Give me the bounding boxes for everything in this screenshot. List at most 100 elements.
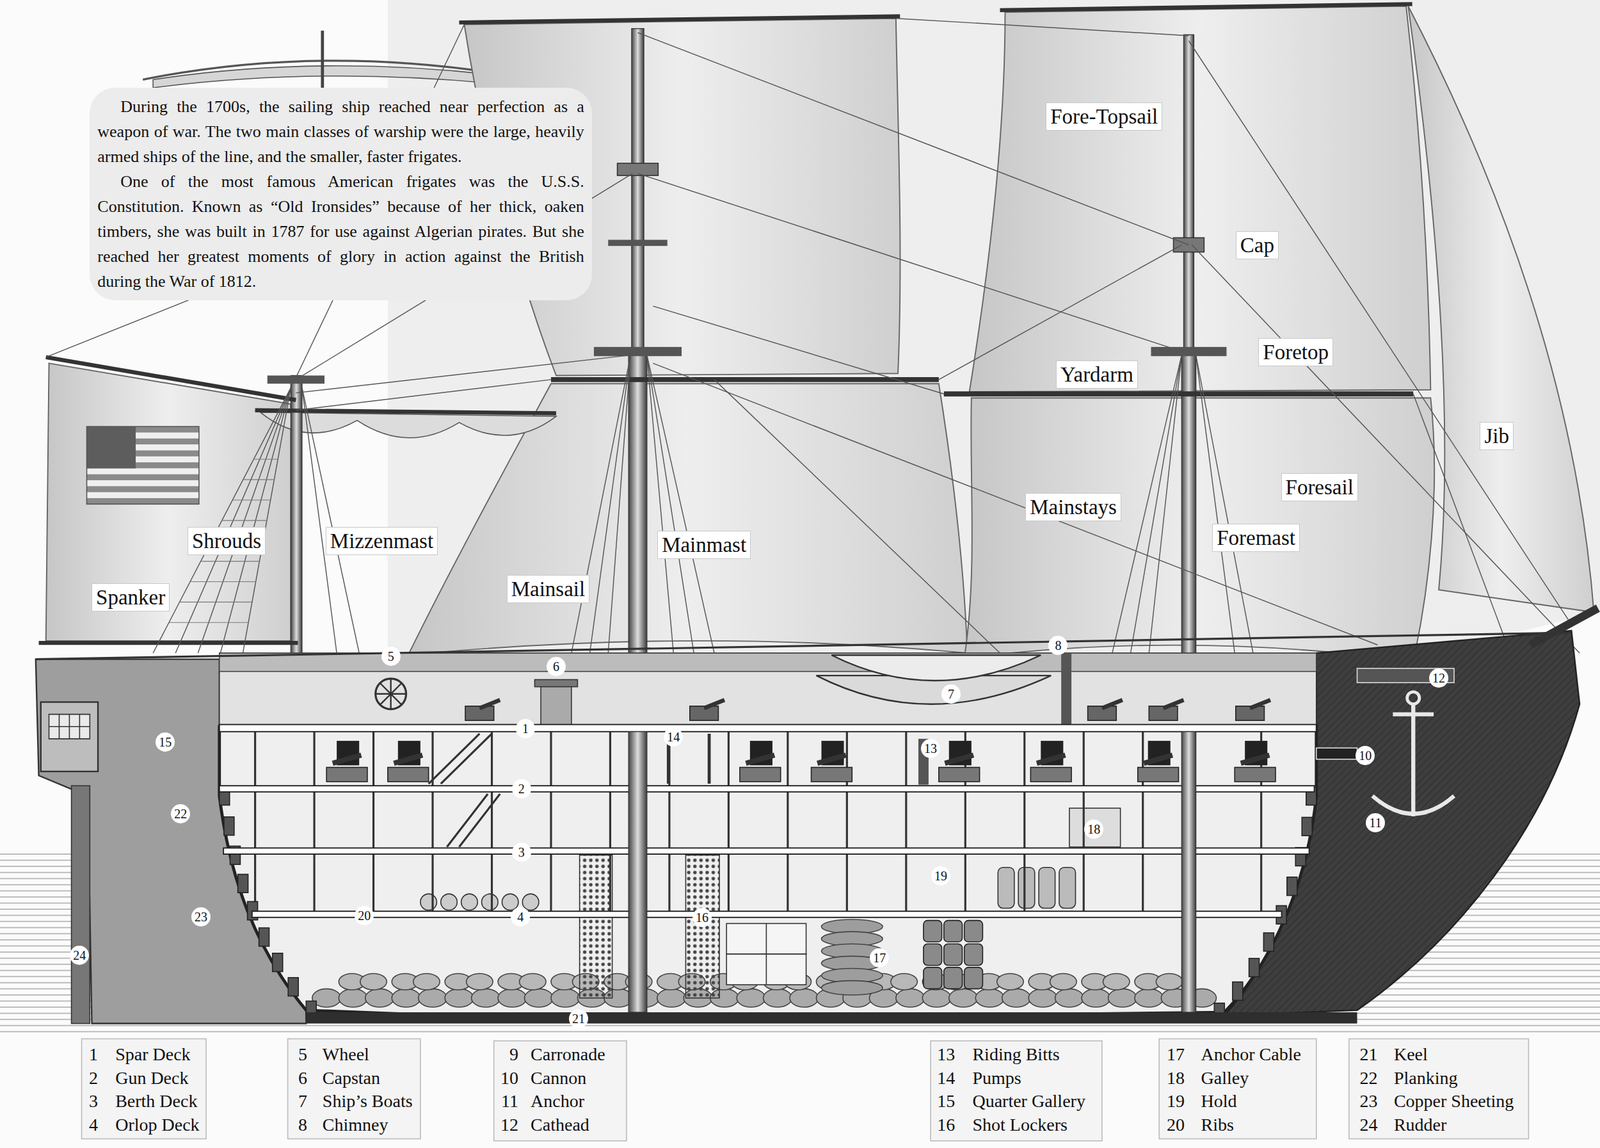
- galley-stove: [1069, 807, 1121, 847]
- rib: [1301, 817, 1312, 836]
- stanchion: [668, 791, 671, 848]
- gun-barrel: [1036, 754, 1066, 763]
- stanchion: [1082, 791, 1085, 848]
- foremast-lower: [1181, 731, 1196, 1012]
- berth-deck: [223, 847, 1309, 854]
- ballast-stone: [338, 988, 368, 1007]
- ratline: [190, 581, 256, 582]
- part-label: Mainmast: [657, 531, 751, 559]
- callout-number: 8: [1048, 635, 1068, 655]
- callout-number: 17: [869, 947, 889, 968]
- legend-text: Quarter Gallery: [972, 1089, 1085, 1112]
- stanchion: [609, 853, 612, 911]
- stanchion: [609, 791, 612, 848]
- callout-number: 19: [931, 865, 951, 886]
- legend-number: 4: [88, 1113, 98, 1136]
- stanchion: [1023, 731, 1026, 786]
- legend-number: 21: [1359, 1043, 1378, 1065]
- rib: [288, 977, 299, 996]
- rudder: [71, 785, 91, 1023]
- barrel: [944, 943, 963, 965]
- ratline: [179, 601, 253, 603]
- legend-patch: [1349, 1038, 1529, 1138]
- stanchion: [312, 853, 315, 911]
- barrel: [964, 920, 984, 942]
- wheel-spokes: [375, 678, 407, 710]
- stanchion: [668, 853, 671, 911]
- chimney: [1061, 652, 1072, 725]
- stanchion: [727, 731, 730, 786]
- spar-deck-view: [219, 652, 1317, 727]
- legend-number: 3: [88, 1089, 98, 1112]
- rigging-line: [1196, 355, 1236, 653]
- stanchion: [549, 791, 552, 848]
- rigging-line: [938, 245, 1182, 380]
- rigging-line: [647, 355, 674, 653]
- legend-text: Planking: [1393, 1066, 1458, 1089]
- rigging-line: [647, 355, 715, 653]
- wheel: [375, 678, 407, 710]
- mainmast-lower: [628, 731, 648, 1012]
- stanchion: [609, 731, 612, 786]
- rigging-line: [652, 305, 944, 394]
- rigging-line: [295, 379, 552, 411]
- body-text: During the 1700s, the sailing ship reach…: [97, 94, 584, 169]
- part-label: Yardarm: [1056, 360, 1138, 388]
- stanchion: [846, 791, 848, 848]
- rigging-line: [302, 387, 360, 653]
- callout-number: 23: [191, 906, 211, 927]
- legend-text: Capstan: [322, 1066, 381, 1089]
- gun-barrel: [817, 754, 847, 763]
- stanchion: [490, 791, 493, 848]
- carronade: [465, 705, 495, 720]
- keel: [305, 1011, 1357, 1024]
- carronade-barrel: [479, 699, 500, 708]
- jib-sail: [1408, 6, 1594, 613]
- carronade-barrel: [704, 699, 725, 708]
- gun-barrel: [393, 754, 423, 763]
- ballast-stone: [391, 988, 421, 1007]
- stanchion: [786, 853, 789, 911]
- stanchion: [786, 791, 789, 848]
- ballast-stone: [922, 988, 952, 1007]
- furled-sail: [260, 412, 557, 438]
- flag-stripe: [87, 480, 200, 487]
- rigging-line: [152, 387, 291, 653]
- legend-patch: [1159, 1038, 1317, 1138]
- callout-number: 4: [510, 906, 530, 927]
- ballast-stone: [789, 988, 819, 1007]
- carronade: [1148, 705, 1178, 720]
- callout-number: 7: [941, 684, 961, 704]
- ballast-stone: [418, 988, 448, 1007]
- fore-topsail: [969, 6, 1432, 392]
- main-top: [593, 346, 682, 356]
- legend-text: Carronade: [530, 1043, 606, 1065]
- main-yard: [551, 376, 939, 383]
- callout-number: 10: [1355, 745, 1375, 765]
- gun-carriage: [811, 767, 853, 782]
- stanchion: [431, 791, 434, 848]
- legend-number: 18: [1166, 1066, 1185, 1089]
- callout-number: 12: [1429, 668, 1449, 688]
- carronade-barrel: [1163, 699, 1184, 708]
- barrel: [923, 920, 943, 942]
- rib: [272, 952, 283, 972]
- legend-text: Riding Bitts: [972, 1043, 1060, 1065]
- callout-number: 1: [515, 718, 536, 738]
- gun-carriage: [938, 767, 980, 782]
- ballast-stone: [413, 972, 440, 990]
- gun-barrel: [1143, 754, 1173, 763]
- stanchion: [727, 853, 730, 911]
- gun-barrel: [745, 754, 775, 763]
- callout-number: 20: [354, 905, 374, 925]
- legend-number: 10: [500, 1066, 519, 1089]
- cask: [481, 893, 499, 911]
- rigging-line: [714, 379, 1000, 653]
- legend-text: Berth Deck: [115, 1089, 198, 1112]
- callout-number: 18: [1084, 819, 1104, 839]
- legend-text: Spar Deck: [115, 1043, 191, 1065]
- flag-stripe: [87, 467, 200, 475]
- ballast-stone: [1155, 972, 1183, 990]
